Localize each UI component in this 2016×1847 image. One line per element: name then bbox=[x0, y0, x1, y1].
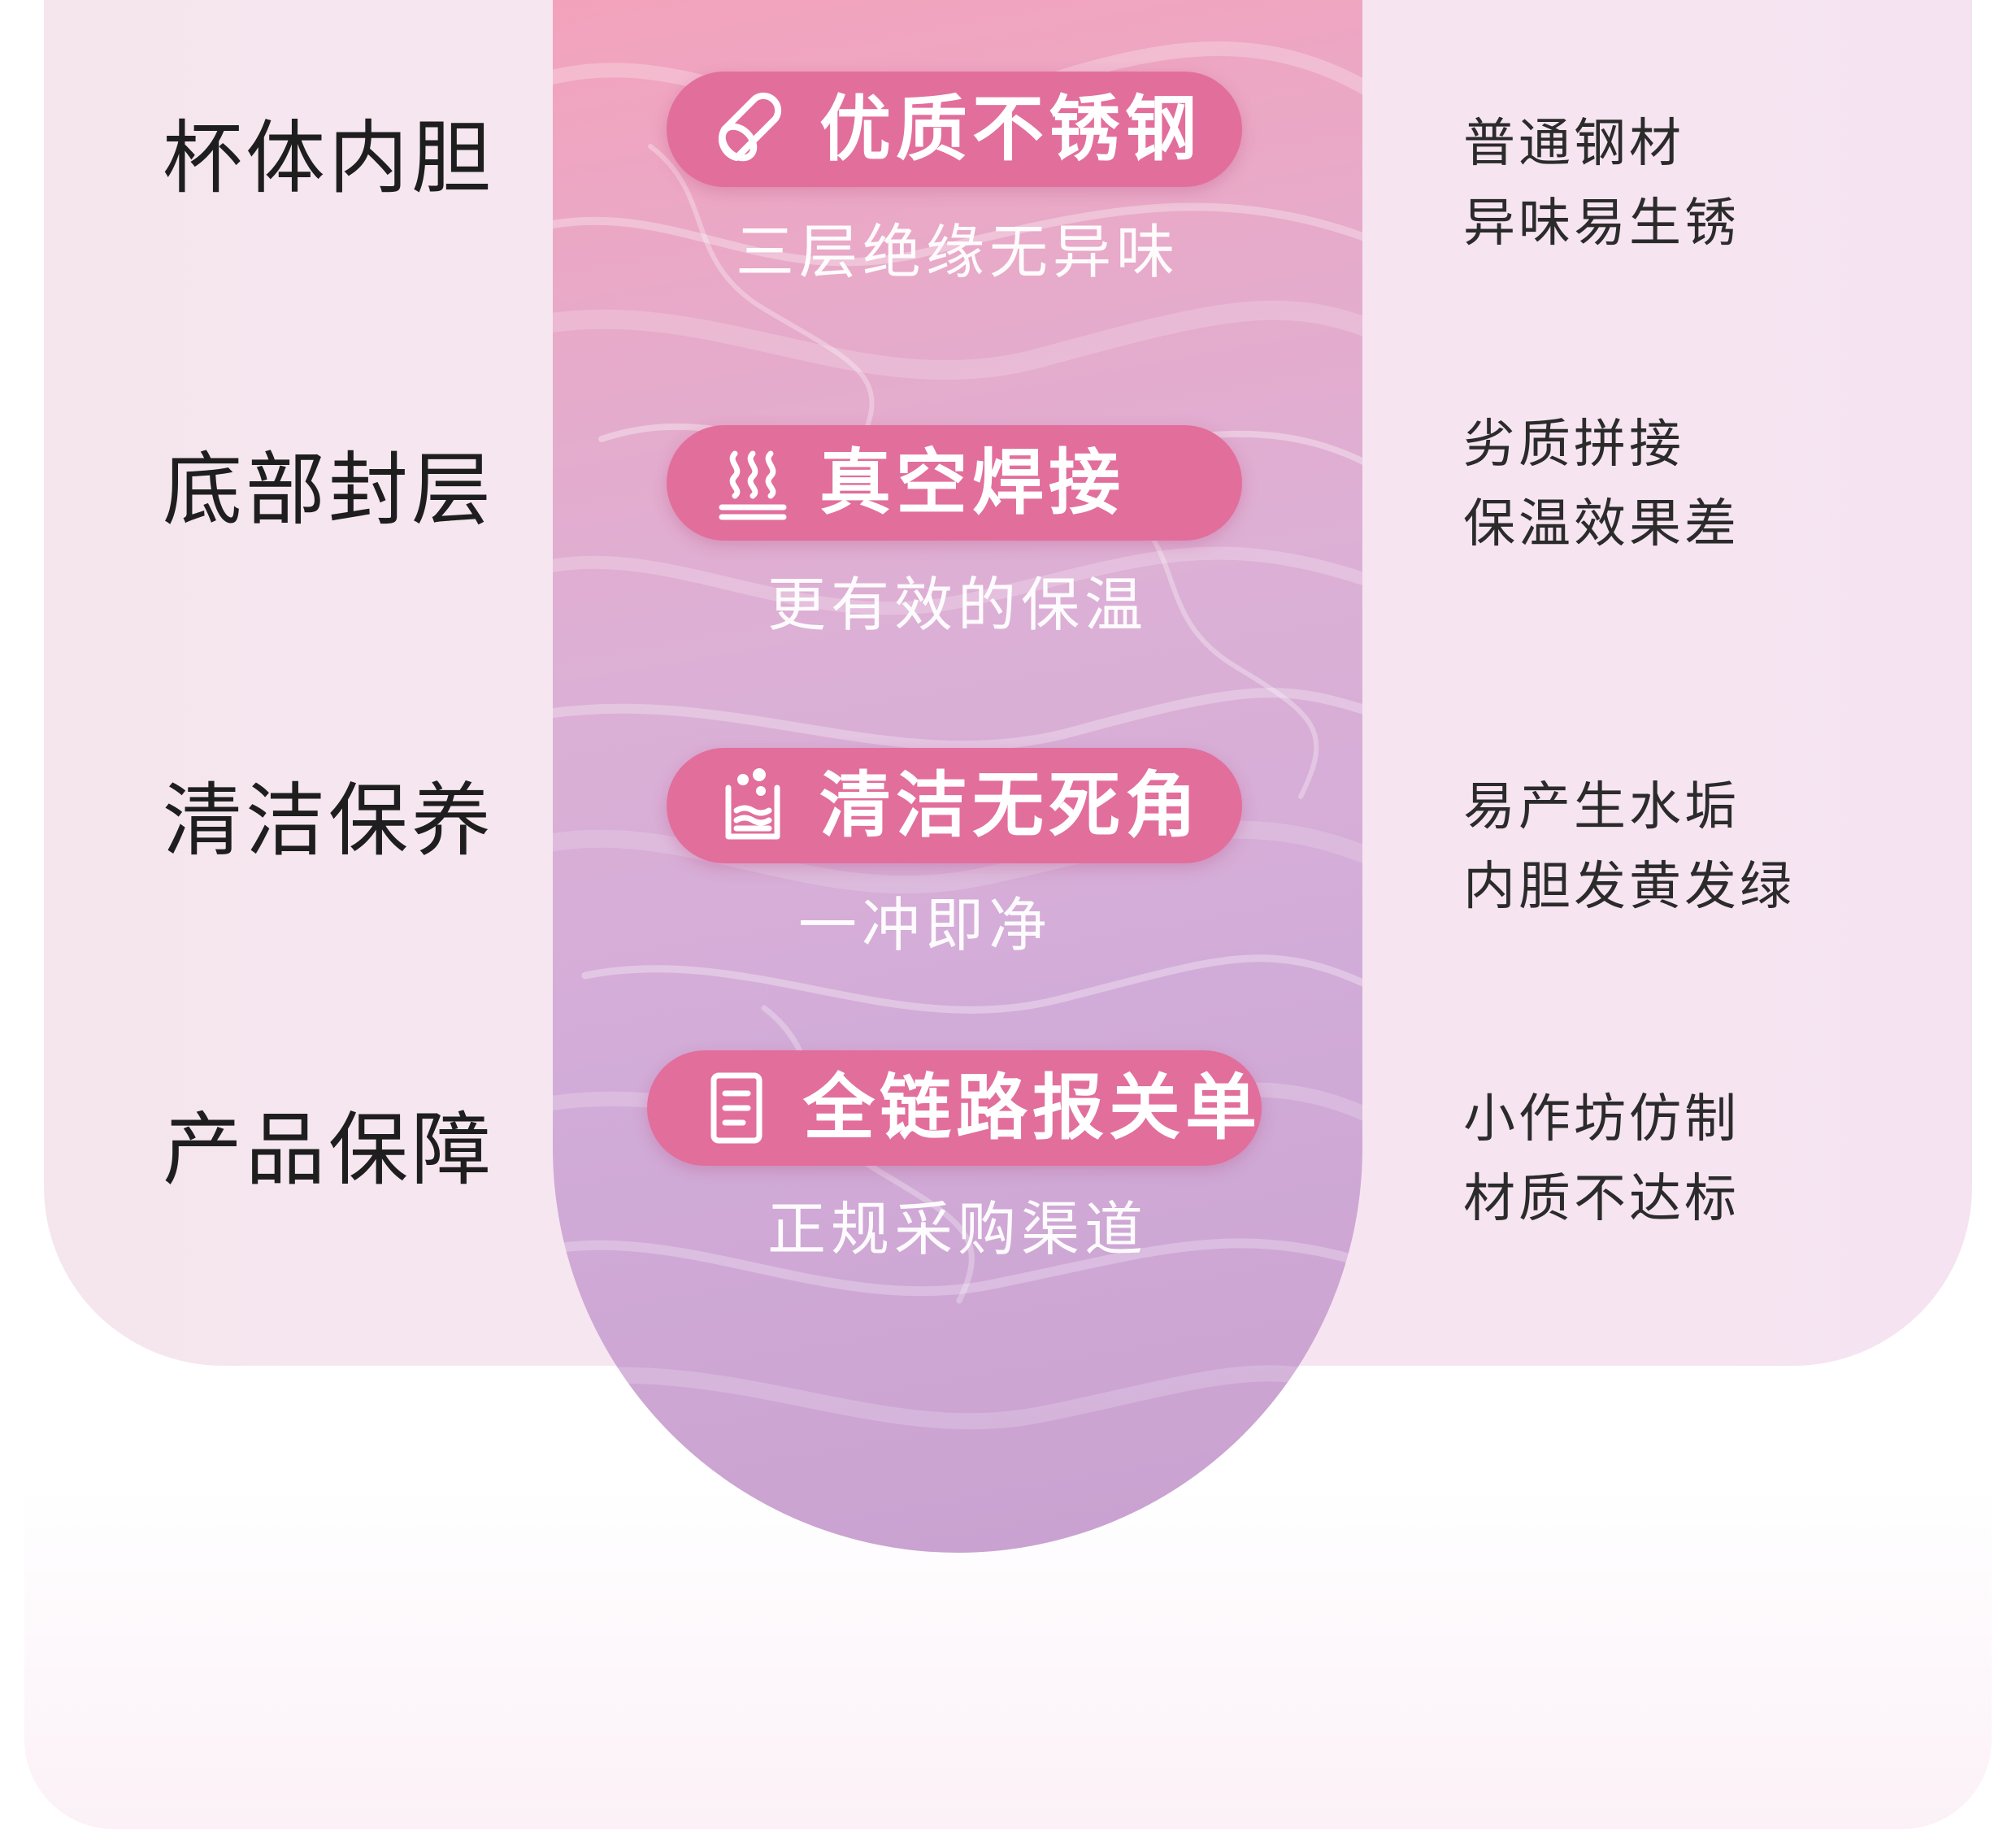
row-label-bottom-seal: 底部封层 bbox=[163, 444, 495, 537]
feature-pill-easy-clean: 清洁无死角 bbox=[667, 748, 1242, 863]
feature-pill-stainless-steel: 优质不锈钢 bbox=[667, 72, 1242, 187]
row-label-cup-liner: 杯体内胆 bbox=[163, 112, 495, 205]
clean-cup-icon bbox=[704, 757, 802, 854]
other-note-line: 异味易生锈 bbox=[1463, 193, 1740, 254]
other-note-cup-liner: 普通钢材 异味易生锈 bbox=[1463, 104, 1740, 263]
other-note-line: 小作坊仿制 bbox=[1463, 1089, 1740, 1149]
other-note-line: 易产生水垢 bbox=[1463, 777, 1740, 837]
other-note-bottom-seal: 劣质拼接 保温效果差 bbox=[1463, 405, 1740, 564]
subtitle-vacuum-weld: 更有效的保温 bbox=[767, 571, 1148, 639]
feature-pill-vacuum-weld: 真空焊接 bbox=[667, 425, 1242, 541]
row-label-cleaning: 清洁保养 bbox=[163, 775, 495, 867]
other-note-line: 普通钢材 bbox=[1463, 114, 1684, 174]
other-note-line: 材质不达标 bbox=[1463, 1169, 1740, 1229]
heat-waves-icon bbox=[704, 434, 802, 532]
row-label-guarantee: 产品保障 bbox=[163, 1104, 495, 1197]
highlight-column: 优质不锈钢 三层绝缘无异味 真空焊接 更有效的保温 bbox=[553, 0, 1362, 1553]
subtitle-easy-clean: 一冲即净 bbox=[797, 891, 1052, 959]
feature-pill-customs-declaration: 全链路报关单 bbox=[647, 1050, 1262, 1166]
feature-text-vacuum-weld: 真空焊接 bbox=[819, 441, 1126, 524]
feature-text-stainless-steel: 优质不锈钢 bbox=[819, 87, 1202, 171]
subtitle-customs-declaration: 正规采购渠道 bbox=[767, 1195, 1148, 1263]
other-note-line: 保温效果差 bbox=[1463, 494, 1740, 554]
other-note-cleaning: 易产生水垢 内胆发黄发绿 bbox=[1463, 767, 1795, 927]
other-note-guarantee: 小作坊仿制 材质不达标 bbox=[1463, 1080, 1740, 1239]
document-icon bbox=[688, 1059, 785, 1157]
other-note-line: 内胆发黄发绿 bbox=[1463, 857, 1795, 917]
feature-text-customs-declaration: 全链路报关单 bbox=[803, 1066, 1262, 1149]
other-note-line: 劣质拼接 bbox=[1463, 415, 1684, 475]
marble-texture bbox=[553, 41, 1362, 1430]
feature-text-easy-clean: 清洁无死角 bbox=[819, 763, 1202, 847]
capsule-icon bbox=[704, 80, 802, 178]
subtitle-stainless-steel: 三层绝缘无异味 bbox=[735, 218, 1180, 286]
